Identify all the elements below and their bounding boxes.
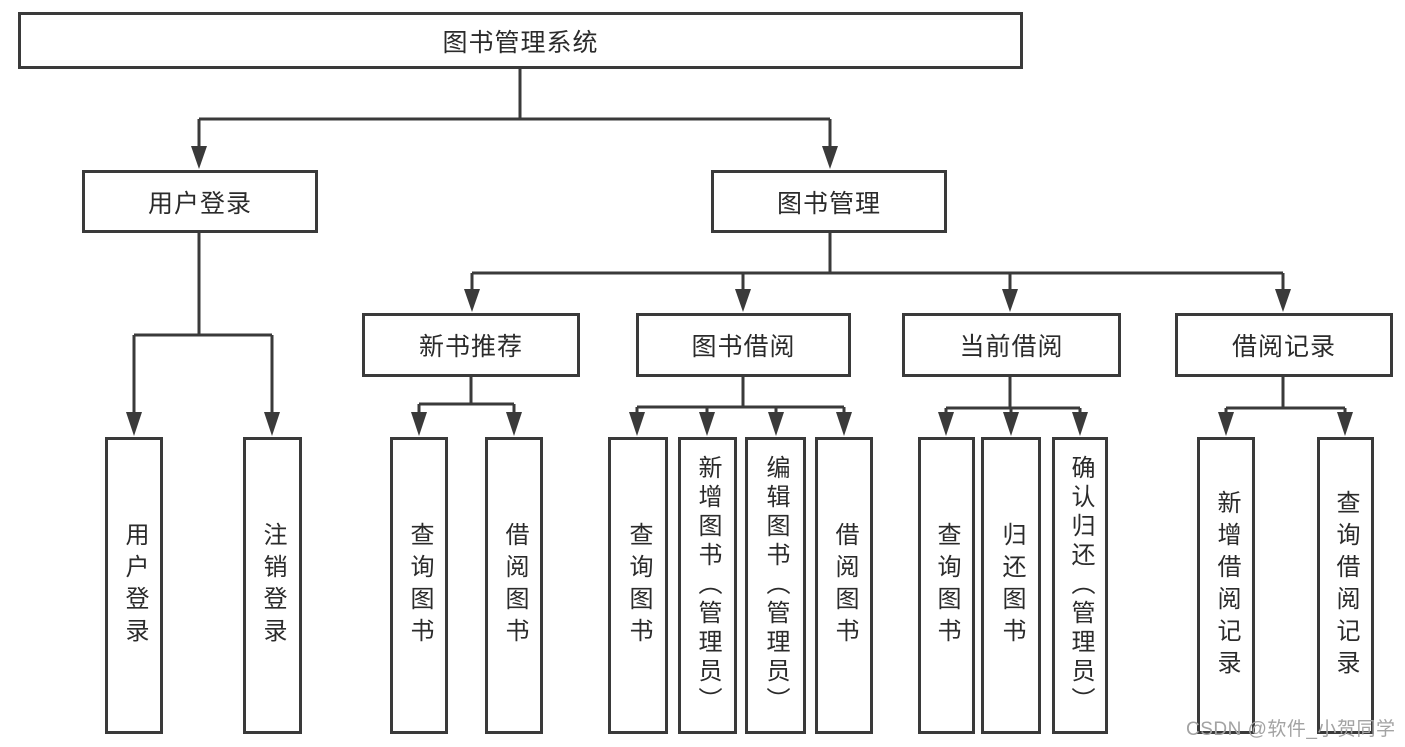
connector-current-to-leaves (938, 375, 1088, 436)
leaf-current-confirm-return-admin: 确认归还（管理员） (1052, 437, 1108, 734)
csdn-watermark: CSDN @软件_小贺同学 (1186, 719, 1396, 740)
node-book-borrow: 图书借阅 (636, 313, 851, 377)
connector-root-to-level2 (191, 66, 838, 169)
leaf-borrow-query-books: 查询图书 (608, 437, 668, 734)
node-current-borrow: 当前借阅 (902, 313, 1121, 377)
connector-user-login-to-leaves (126, 231, 280, 436)
connector-book-management-to-level3 (464, 231, 1291, 312)
leaf-records-query-borrow-record: 查询借阅记录 (1317, 437, 1374, 734)
node-book-management: 图书管理 (711, 170, 947, 233)
node-borrow-records: 借阅记录 (1175, 313, 1393, 377)
node-library-management-system: 图书管理系统 (18, 12, 1023, 69)
node-user-login: 用户登录 (82, 170, 318, 233)
connector-recommend-to-leaves (411, 375, 522, 436)
leaf-recommend-borrow-books: 借阅图书 (485, 437, 543, 734)
connector-records-to-leaves (1218, 375, 1353, 436)
leaf-records-add-borrow-record: 新增借阅记录 (1197, 437, 1255, 734)
node-new-book-recommend: 新书推荐 (362, 313, 580, 377)
leaf-current-return-books: 归还图书 (981, 437, 1041, 734)
leaf-current-query-books: 查询图书 (918, 437, 975, 734)
leaf-borrow-add-books-admin: 新增图书（管理员） (678, 437, 737, 734)
leaf-borrow-borrow-books: 借阅图书 (815, 437, 873, 734)
leaf-recommend-query-books: 查询图书 (390, 437, 448, 734)
connector-borrow-to-leaves (629, 375, 852, 436)
leaf-logout-login: 注销登录 (243, 437, 302, 734)
leaf-user-login: 用户登录 (105, 437, 163, 734)
leaf-borrow-edit-books-admin: 编辑图书（管理员） (745, 437, 806, 734)
